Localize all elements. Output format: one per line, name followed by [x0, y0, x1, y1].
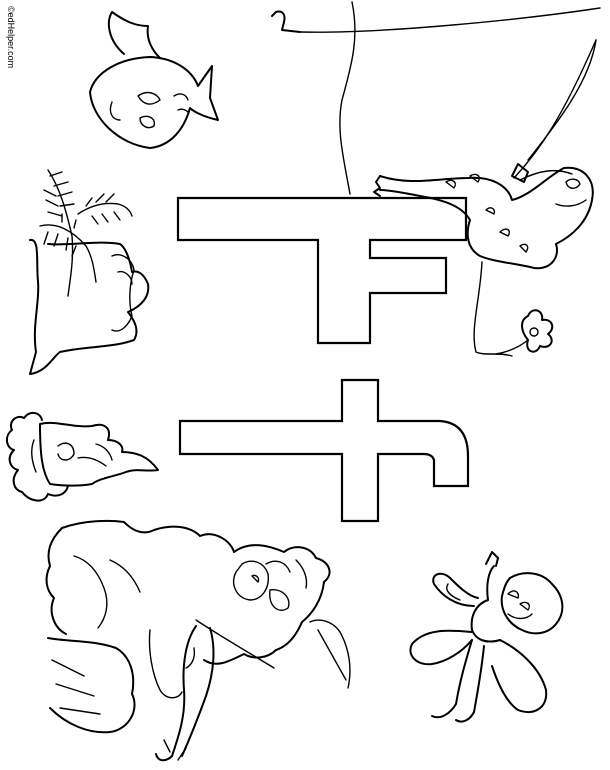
fern-stump-icon [29, 169, 150, 375]
fiddle-player-icon [45, 519, 351, 762]
fairy-icon [409, 551, 564, 723]
fire-icon [6, 412, 159, 502]
fish-icon [89, 11, 219, 149]
flower-icon [495, 309, 554, 355]
fishing-frog-icon [373, 39, 597, 270]
lowercase-letter-outline [178, 378, 470, 523]
uppercase-letter-outline [176, 196, 468, 345]
fishing-line-icon [271, 1, 601, 357]
